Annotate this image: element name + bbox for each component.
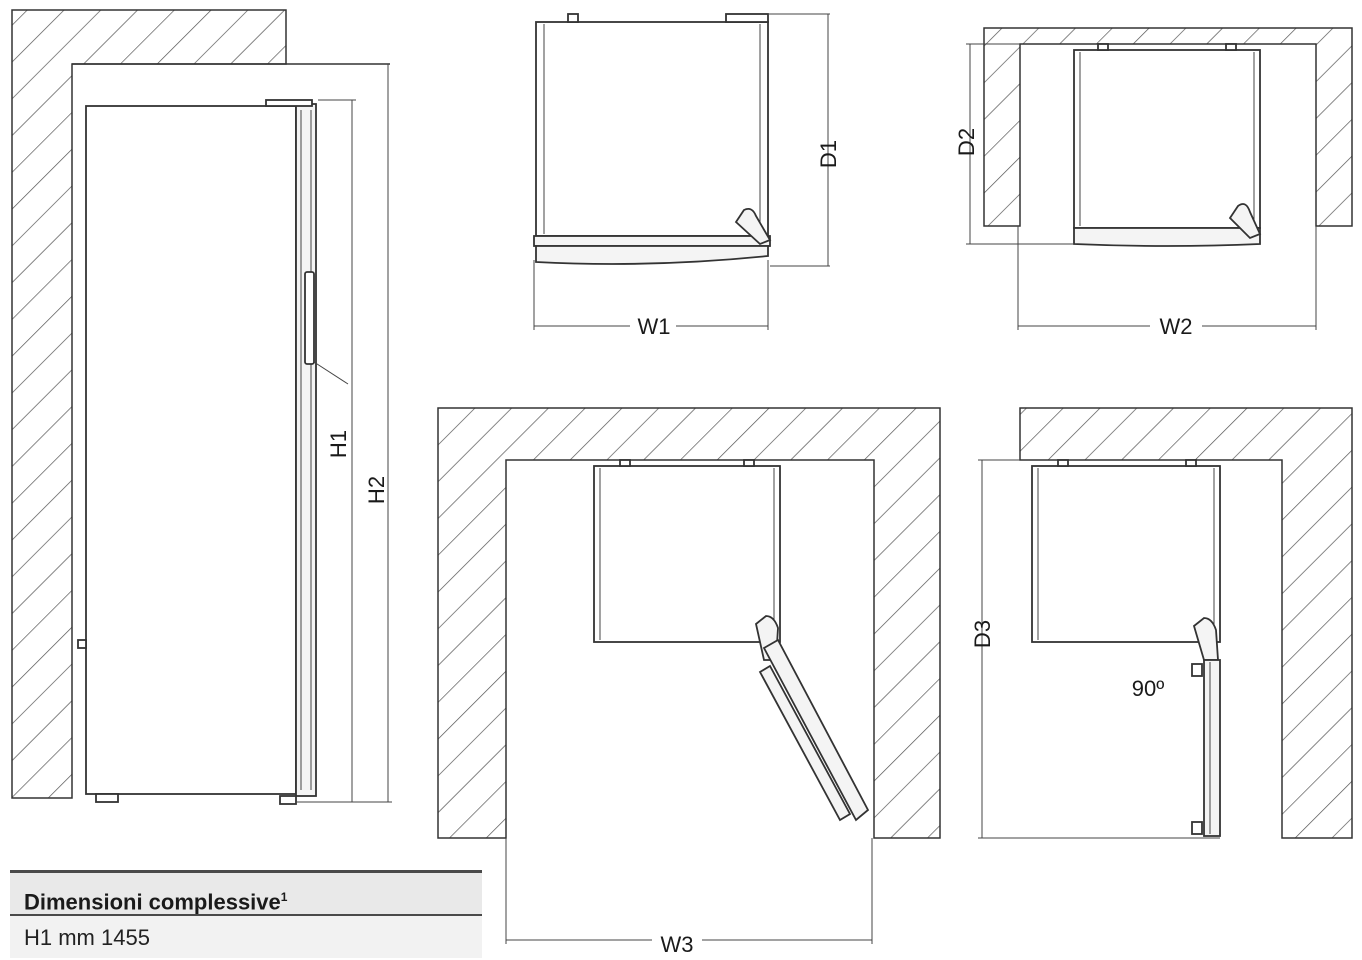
dimensions-table: Dimensioni complessive1 H1 mm 1455 xyxy=(10,870,482,960)
appliance-door-side xyxy=(295,103,317,797)
w3-label: W3 xyxy=(661,932,694,957)
opened-door-90 xyxy=(1203,659,1221,837)
appliance-body-top xyxy=(535,21,769,237)
dimensions-table-title: Dimensioni complessive xyxy=(24,889,281,915)
appliance-door-top xyxy=(533,235,771,247)
h2-label: H2 xyxy=(364,476,389,504)
niche-wall xyxy=(983,27,1353,227)
w1-label: W1 xyxy=(638,314,671,339)
dimensions-table-header: Dimensioni complessive1 xyxy=(10,870,482,916)
door-open-view-w3 xyxy=(437,407,941,944)
appliance-body-side xyxy=(85,105,297,795)
h1-label: H1 xyxy=(326,430,351,458)
top-view-w1-d1 xyxy=(533,13,830,330)
door-handle-top xyxy=(734,207,772,246)
d3-label: D3 xyxy=(970,620,995,648)
footnote-marker: 1 xyxy=(280,890,288,904)
angle-90-label: 90º xyxy=(1132,676,1165,701)
door-open-wall xyxy=(437,407,941,839)
door-90-view-d3 xyxy=(978,407,1353,839)
w2-label: W2 xyxy=(1160,314,1193,339)
d2-label: D2 xyxy=(954,128,979,156)
opened-door-60 xyxy=(762,638,870,822)
side-view xyxy=(11,9,392,805)
dimensions-table-row: H1 mm 1455 xyxy=(10,916,482,958)
d1-label: D1 xyxy=(816,140,841,168)
door-handle-side xyxy=(304,271,315,365)
niche-view-w2-d2 xyxy=(966,27,1353,330)
